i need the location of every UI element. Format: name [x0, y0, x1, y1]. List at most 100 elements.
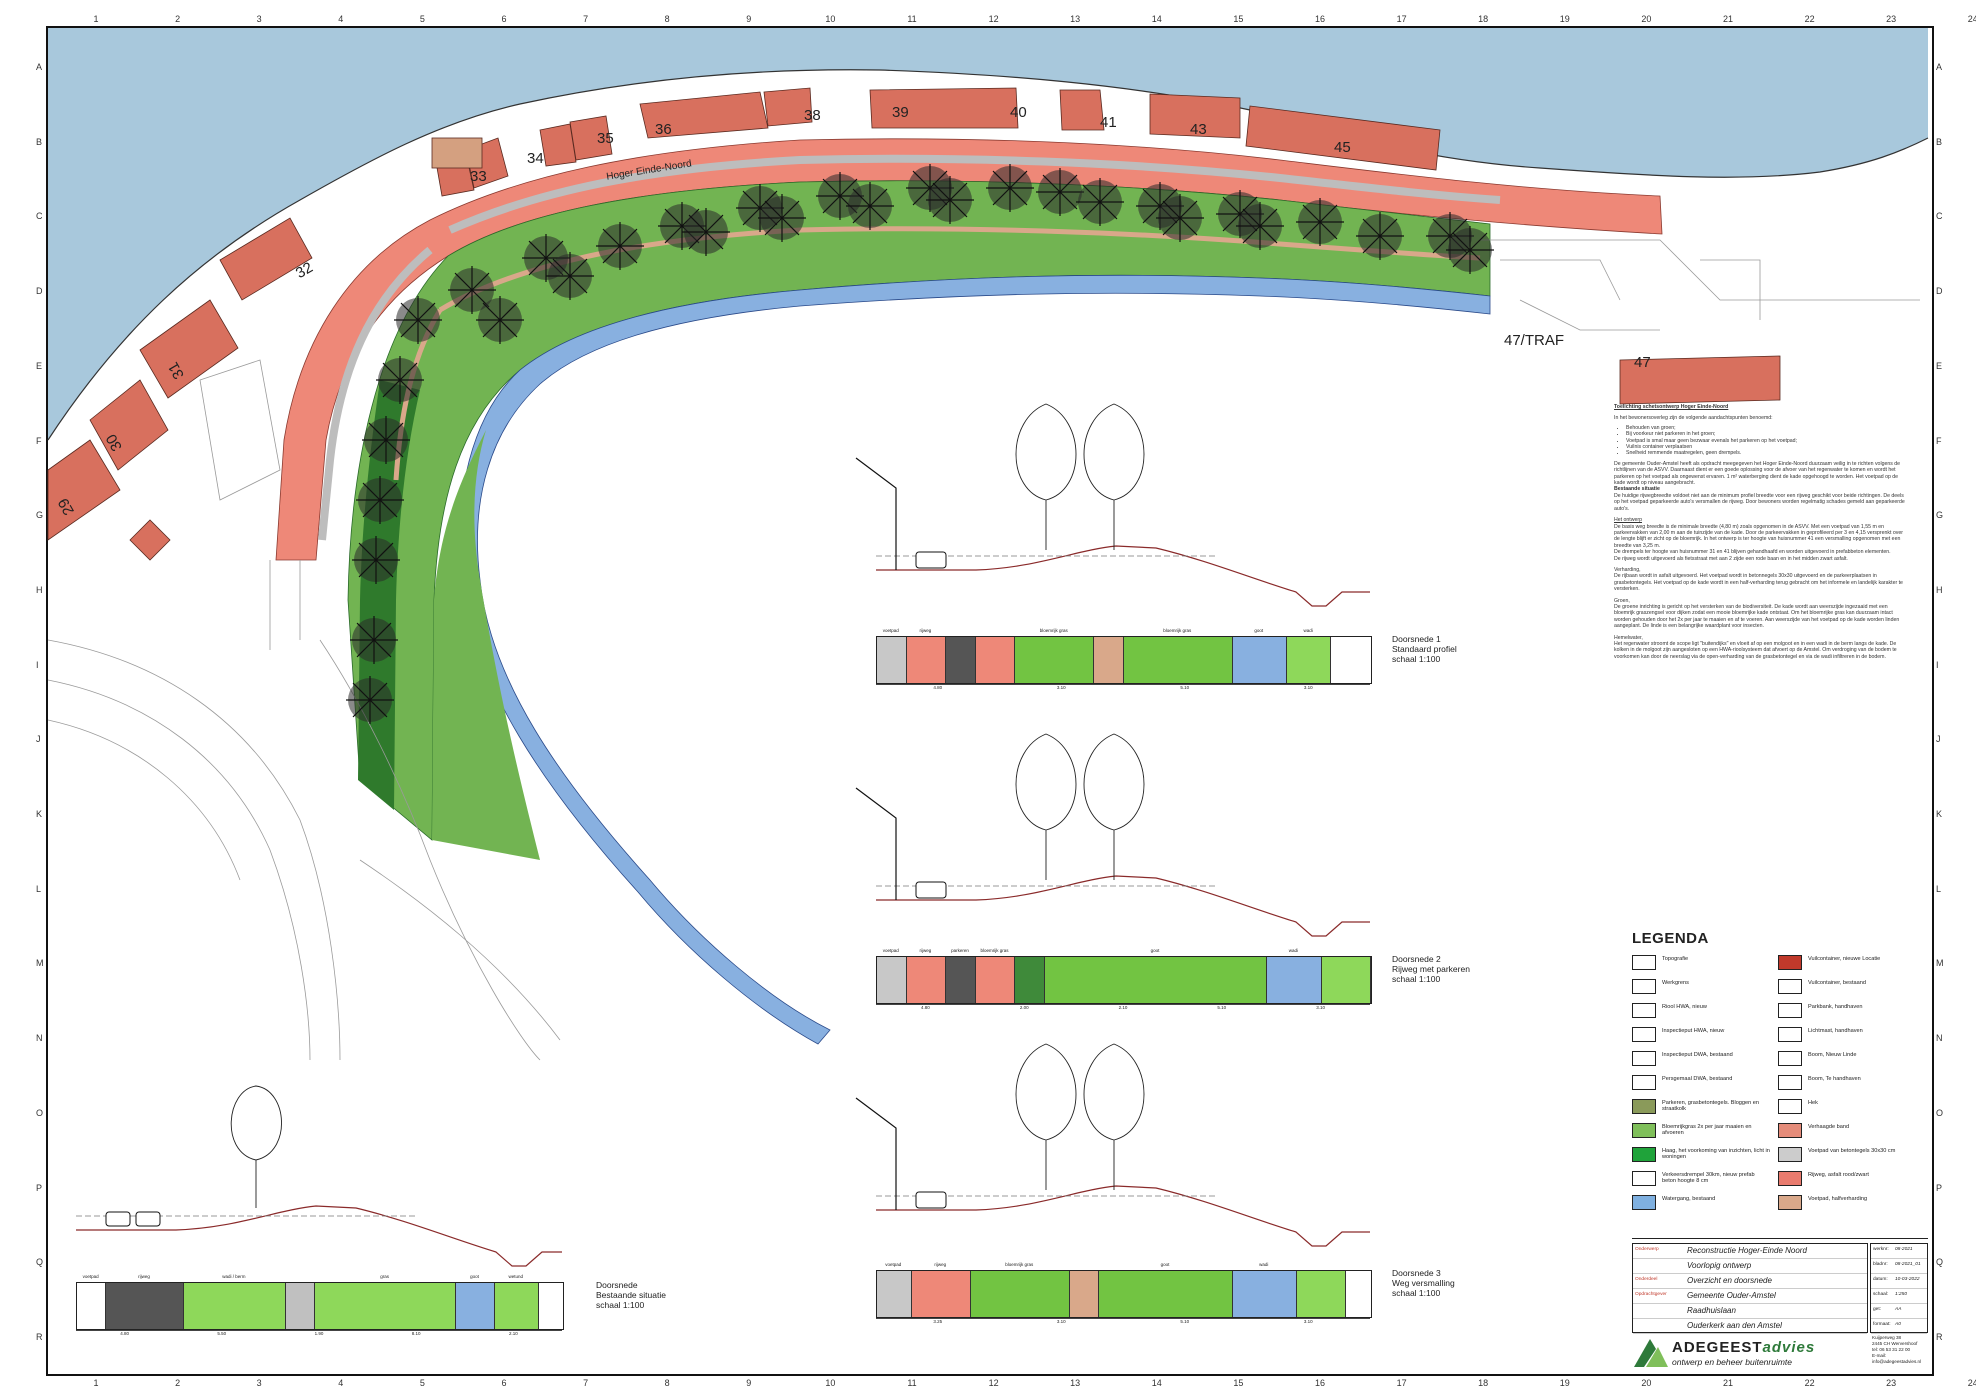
grid-row-label-right: O [1936, 1107, 1944, 1118]
cross-section-strip [76, 1282, 564, 1330]
grid-row-label: I [36, 659, 39, 670]
grid-row-label: H [36, 584, 43, 595]
strip-label: voetpad [82, 1274, 99, 1279]
house-number-40: 40 [1010, 104, 1027, 121]
dimension-value: 5.10 [1180, 685, 1190, 690]
meta-value: AA [1895, 1307, 1902, 1312]
legend-row: Bloemrijkgras 2x per jaar maaien en afvo… [1632, 1120, 1772, 1144]
strip-segment [106, 1283, 184, 1329]
address-line: tel: 06 53 31 22 00 [1872, 1347, 1911, 1352]
legend-swatch [1632, 1075, 1656, 1090]
legend-swatch [1632, 1171, 1656, 1186]
grid-row-label: D [36, 286, 43, 297]
grid-col-label: 17 [1396, 14, 1407, 24]
legend-label: Inspectieput DWA, bestaand [1662, 1052, 1733, 1058]
grid-col-label-bottom: 13 [1070, 1378, 1081, 1388]
explanation-title: Toelichting schetsontwerp Hoger Einde-No… [1614, 404, 1729, 410]
strip-label: bloemrijk gras [1005, 1262, 1034, 1267]
tree-linde-icon [356, 476, 404, 524]
strip-label: rijweg [138, 1274, 150, 1279]
strip-label [1069, 1262, 1099, 1267]
water-amstel [48, 28, 1928, 440]
house-number-47: 47 [1634, 354, 1651, 371]
strip-label [285, 1274, 314, 1279]
explanation-h-hemelwater: Hemelwater, [1614, 634, 1643, 641]
legend-label: Boom, Te handhaven [1808, 1076, 1861, 1082]
strip-label: wadi [1288, 948, 1298, 953]
grid-col-label: 6 [501, 14, 507, 24]
strip-label: rijweg [919, 948, 932, 953]
grid-col-label-bottom: 5 [419, 1378, 425, 1388]
strip-segment [911, 1271, 971, 1317]
legend-row: Verkeersdrempel 30km, nieuw prefab beton… [1632, 1168, 1772, 1192]
dimension-value: 4.80 [921, 1005, 930, 1010]
cross-section-scale: schaal 1:100 [1392, 1288, 1441, 1298]
dimension-value: 2.10 [508, 1331, 518, 1336]
house-number-45: 45 [1334, 139, 1351, 156]
grid-col-label-bottom: 20 [1641, 1378, 1652, 1388]
company-name-main: ADEGEEST [1672, 1339, 1763, 1356]
strip-segment [975, 637, 1016, 683]
cross-section-subtitle: Standaard profiel [1392, 644, 1457, 654]
strip-segment [315, 1283, 457, 1329]
grid-col-label: 24 [1967, 14, 1976, 24]
strip-segment [1267, 957, 1322, 1003]
legend-swatch [1778, 955, 1802, 970]
cross-section-title: Doorsnede 1 [1392, 634, 1441, 644]
strip-label: goot [1150, 948, 1160, 953]
strip-segment [77, 1283, 107, 1329]
legend-label: Riool HWA, nieuw [1662, 1004, 1707, 1010]
house-number-33: 33 [470, 168, 487, 185]
meta-row: werknr:08-2021 [1871, 1244, 1927, 1259]
grid-col-label-bottom: 11 [907, 1378, 917, 1388]
strip-label: wetund [508, 1274, 524, 1279]
tree-linde-icon [1296, 198, 1344, 246]
cross-section-title: Doorsnede 2 [1392, 954, 1441, 964]
road-parking-strip [448, 154, 1501, 234]
grid-col-label: 21 [1722, 14, 1733, 24]
legend-label: Verkeersdrempel 30km, nieuw prefab beton… [1662, 1172, 1755, 1185]
meta-row: datum:10-03-2022 [1871, 1274, 1927, 1289]
strip-label: wadi / berm [222, 1274, 246, 1279]
grid-col-label-bottom: 21 [1722, 1378, 1733, 1388]
grid-row-label-right: C [1936, 211, 1943, 222]
title-row: Ouderkerk aan den Amstel [1633, 1319, 1867, 1334]
grid-col-label: 10 [825, 14, 836, 24]
legend-swatch [1778, 1195, 1802, 1210]
legend-label: Rijweg, asfalt rood/zwart [1808, 1172, 1869, 1178]
house-number-35: 35 [597, 130, 614, 147]
legend-swatch [1632, 979, 1656, 994]
tree-linde-icon [986, 164, 1034, 212]
dimension-value: 5.50 [217, 1331, 227, 1336]
strip-label: bloemrijk gras [980, 948, 1009, 953]
strip-segment [1099, 1271, 1233, 1317]
grid-col-label-bottom: 17 [1396, 1378, 1407, 1388]
legend-row: Hek [1778, 1096, 1918, 1120]
legend-swatch [1632, 1195, 1656, 1210]
meta-value: 08-2021 [1895, 1247, 1913, 1252]
grid-row-label: E [36, 360, 43, 371]
explanation-h-bestaand: Bestaande situatie [1614, 486, 1660, 493]
legend-swatch [1778, 1099, 1802, 1114]
grid-row-label: A [36, 62, 43, 72]
explanation-block: Toelichting schetsontwerp Hoger Einde-No… [1614, 404, 1906, 660]
legend-swatch [1778, 1171, 1802, 1186]
strip-segment [494, 1283, 539, 1329]
grid-col-label-bottom: 22 [1804, 1378, 1815, 1388]
strip-segment [877, 1271, 912, 1317]
grid-col-label: 11 [907, 14, 917, 24]
grid-row-label: P [36, 1182, 43, 1193]
strip-segment [946, 637, 976, 683]
company-tagline: ontwerp en beheer buitenruimte [1672, 1357, 1793, 1367]
strip-label [1014, 948, 1044, 953]
legend-row: Boom, Nieuw Linde [1778, 1048, 1918, 1072]
dimension-value: 2.00 [1019, 1005, 1029, 1010]
